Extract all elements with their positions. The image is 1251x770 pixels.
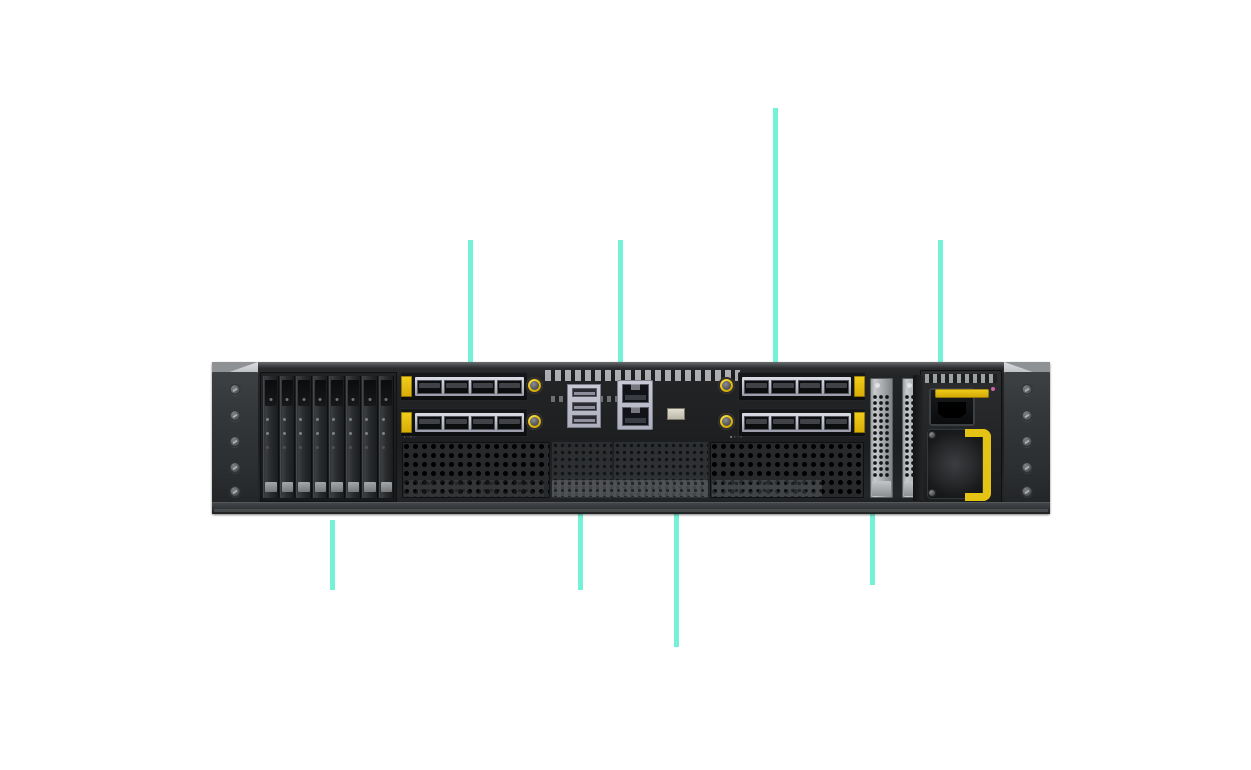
vent-highlight-row — [712, 480, 822, 497]
drive-bay-slot — [345, 376, 361, 498]
psu-screw-upper — [928, 431, 936, 439]
port-cage — [742, 377, 851, 396]
server-chassis: ■ ▪ ▫ ▪ ▪ ▫ ▪ ▫ — [212, 362, 1050, 514]
usb-port-stack — [567, 384, 601, 428]
rj45-port — [621, 407, 649, 426]
port-cage — [415, 377, 524, 396]
chassis-top-lip — [212, 362, 1050, 368]
vent-highlight-row — [552, 480, 708, 497]
drive-bay-slot — [362, 376, 378, 498]
left-ear-face — [212, 372, 258, 506]
drive-bay-slot — [329, 376, 345, 498]
callout-line-drive-bay — [330, 520, 335, 590]
network-port — [417, 379, 442, 394]
network-port — [797, 415, 823, 430]
right-ear-screw-3 — [1021, 436, 1033, 447]
thumbscrew-right-lower — [718, 413, 735, 430]
port-cage — [415, 413, 524, 432]
silkscreen-mark: ■ ▪ ▫ ▪ — [730, 434, 743, 439]
psu-status-led — [991, 387, 995, 391]
right-ear-screw-5 — [1021, 486, 1033, 497]
network-port — [497, 379, 522, 394]
right-ear-screw-1 — [1021, 384, 1033, 395]
left-ear-screw-5 — [229, 486, 241, 497]
rj45-port-stack — [617, 380, 653, 430]
drive-bay-slot — [312, 376, 328, 498]
drive-bay-slot — [263, 376, 279, 498]
usb-port — [571, 414, 597, 424]
psu-side-rail — [913, 375, 923, 501]
lower-vent-mesh — [710, 442, 864, 498]
center-io-panel — [545, 370, 740, 432]
network-port — [470, 415, 496, 430]
module-perforation — [872, 394, 891, 478]
module-vent-hole — [907, 383, 912, 388]
right-ear-face — [1004, 372, 1050, 506]
network-port — [443, 379, 469, 394]
left-ear-screw-4 — [229, 462, 241, 473]
network-port — [443, 415, 469, 430]
nic-card-left-upper — [400, 372, 528, 401]
network-port — [770, 415, 796, 430]
lower-vent-mesh — [402, 442, 550, 498]
perforated-module — [870, 378, 893, 498]
callout-line-nic-right-upper — [773, 108, 778, 418]
nic-card-right-upper — [738, 372, 866, 401]
right-ear-screw-4 — [1021, 462, 1033, 473]
network-port — [470, 379, 496, 394]
left-ear-screw-2 — [229, 410, 241, 421]
network-port — [417, 415, 442, 430]
io-region: ■ ▪ ▫ ▪ ▪ ▫ ▪ ▫ — [400, 370, 998, 504]
ejector-tab-icon — [401, 376, 412, 397]
callout-line-lower-vent — [674, 428, 679, 647]
ejector-tab-icon — [854, 376, 865, 397]
drive-bay-slot — [378, 376, 394, 498]
hot-swap-drive-bay — [260, 372, 397, 502]
network-port — [770, 379, 796, 394]
module-vent-hole — [875, 383, 880, 388]
psu-release-handle — [965, 429, 991, 501]
ejector-tab-icon — [854, 412, 865, 433]
network-port — [744, 415, 769, 430]
nic-card-right-lower — [738, 408, 866, 437]
io-label-strip — [545, 370, 740, 381]
usb-port — [571, 401, 597, 411]
callout-line-nic-left-upper — [468, 240, 473, 418]
nic-card-left-lower — [400, 408, 528, 437]
left-ear-screw-1 — [229, 384, 241, 395]
chassis-bottom-rail — [212, 502, 1050, 514]
psu-screw-lower — [928, 489, 936, 497]
drive-bay-slot — [279, 376, 295, 498]
port-cage — [742, 413, 851, 432]
thumbscrew-left-upper — [526, 377, 543, 394]
psu-fan — [927, 429, 983, 499]
callout-line-silver-module — [870, 466, 875, 585]
callout-line-psu-inlet — [938, 240, 943, 400]
power-supply-unit — [913, 370, 1002, 506]
psu-label-strip — [925, 374, 997, 383]
network-port — [797, 379, 823, 394]
rj45-port — [621, 384, 649, 403]
silkscreen-mark: ▪ ▫ ▪ ▫ — [404, 434, 416, 439]
psu-handle-top — [935, 389, 989, 398]
left-rack-ear — [212, 362, 258, 514]
usb-port — [571, 388, 597, 398]
aux-connector — [667, 408, 685, 420]
right-ear-screw-2 — [1021, 410, 1033, 421]
right-rack-ear — [1004, 362, 1050, 514]
vent-highlight-row — [404, 480, 544, 497]
callout-line-rj45-port — [618, 240, 623, 418]
ejector-tab-icon — [401, 412, 412, 433]
drive-bay-slot — [296, 376, 312, 498]
network-port — [497, 415, 522, 430]
thumbscrew-right-upper — [718, 377, 735, 394]
left-ear-screw-3 — [229, 436, 241, 447]
network-port — [824, 415, 849, 430]
module-cap — [872, 481, 891, 496]
thumbscrew-left-lower — [526, 413, 543, 430]
network-port — [824, 379, 849, 394]
network-port — [744, 379, 769, 394]
